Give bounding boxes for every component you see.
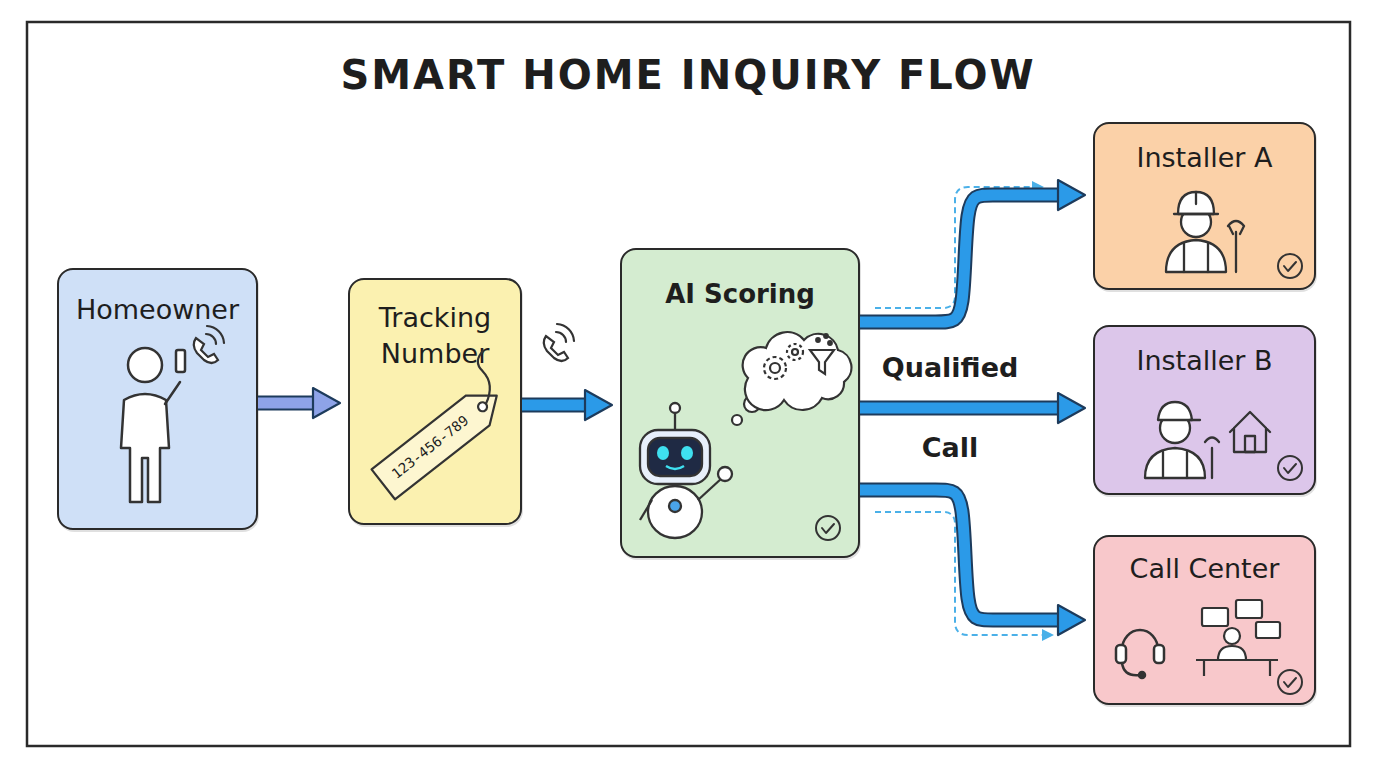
node-label: AI Scoring	[622, 276, 858, 312]
flow-arrow	[860, 408, 1061, 409]
arrow-shaft	[860, 403, 1061, 414]
dashed-arrow-head	[1042, 629, 1054, 641]
dashed-arrow-head	[1032, 181, 1054, 641]
phone-icon	[556, 332, 566, 342]
arrow-outline	[860, 401, 1061, 416]
process-box: AI Scoring	[620, 248, 860, 558]
node-label: Call Center	[1095, 551, 1314, 587]
phone-icon	[544, 336, 568, 361]
node-label: Installer A	[1095, 140, 1314, 176]
diagram-title: SMART HOME INQUIRY FLOW	[0, 52, 1376, 98]
arrow-outline	[522, 398, 588, 413]
flow-arrow	[860, 195, 1061, 322]
edge-label: Qualified Call	[860, 328, 1040, 488]
dashed-flow-line	[875, 187, 1032, 308]
dashed-flow-line	[875, 187, 1042, 635]
node-label: Homeowner	[59, 292, 256, 328]
dashed-flow-line	[875, 512, 1042, 635]
node-label: Installer B	[1095, 343, 1314, 379]
arrow-outline	[258, 396, 316, 411]
flow-arrow	[258, 403, 316, 404]
flow-arrow	[860, 490, 1061, 620]
arrow-shaft	[860, 195, 1061, 322]
process-box: Tracking Number	[348, 278, 522, 525]
flow-arrow	[522, 405, 588, 406]
node-label: Tracking Number	[350, 300, 520, 372]
destination-box: Call Center	[1093, 535, 1316, 705]
arrow-shaft	[522, 400, 588, 411]
arrow-outline	[860, 195, 1061, 322]
arrow-outline	[860, 490, 1061, 620]
outer-frame	[27, 22, 1350, 746]
phone-icon	[544, 324, 574, 361]
arrow-shaft	[258, 398, 316, 409]
arrow-shaft	[860, 490, 1061, 620]
destination-box: Installer A	[1093, 122, 1316, 290]
phone-icon	[557, 324, 574, 341]
actor-box: Homeowner	[57, 268, 258, 530]
destination-box: Installer B	[1093, 325, 1316, 495]
dashed-arrow-head	[1032, 181, 1044, 193]
